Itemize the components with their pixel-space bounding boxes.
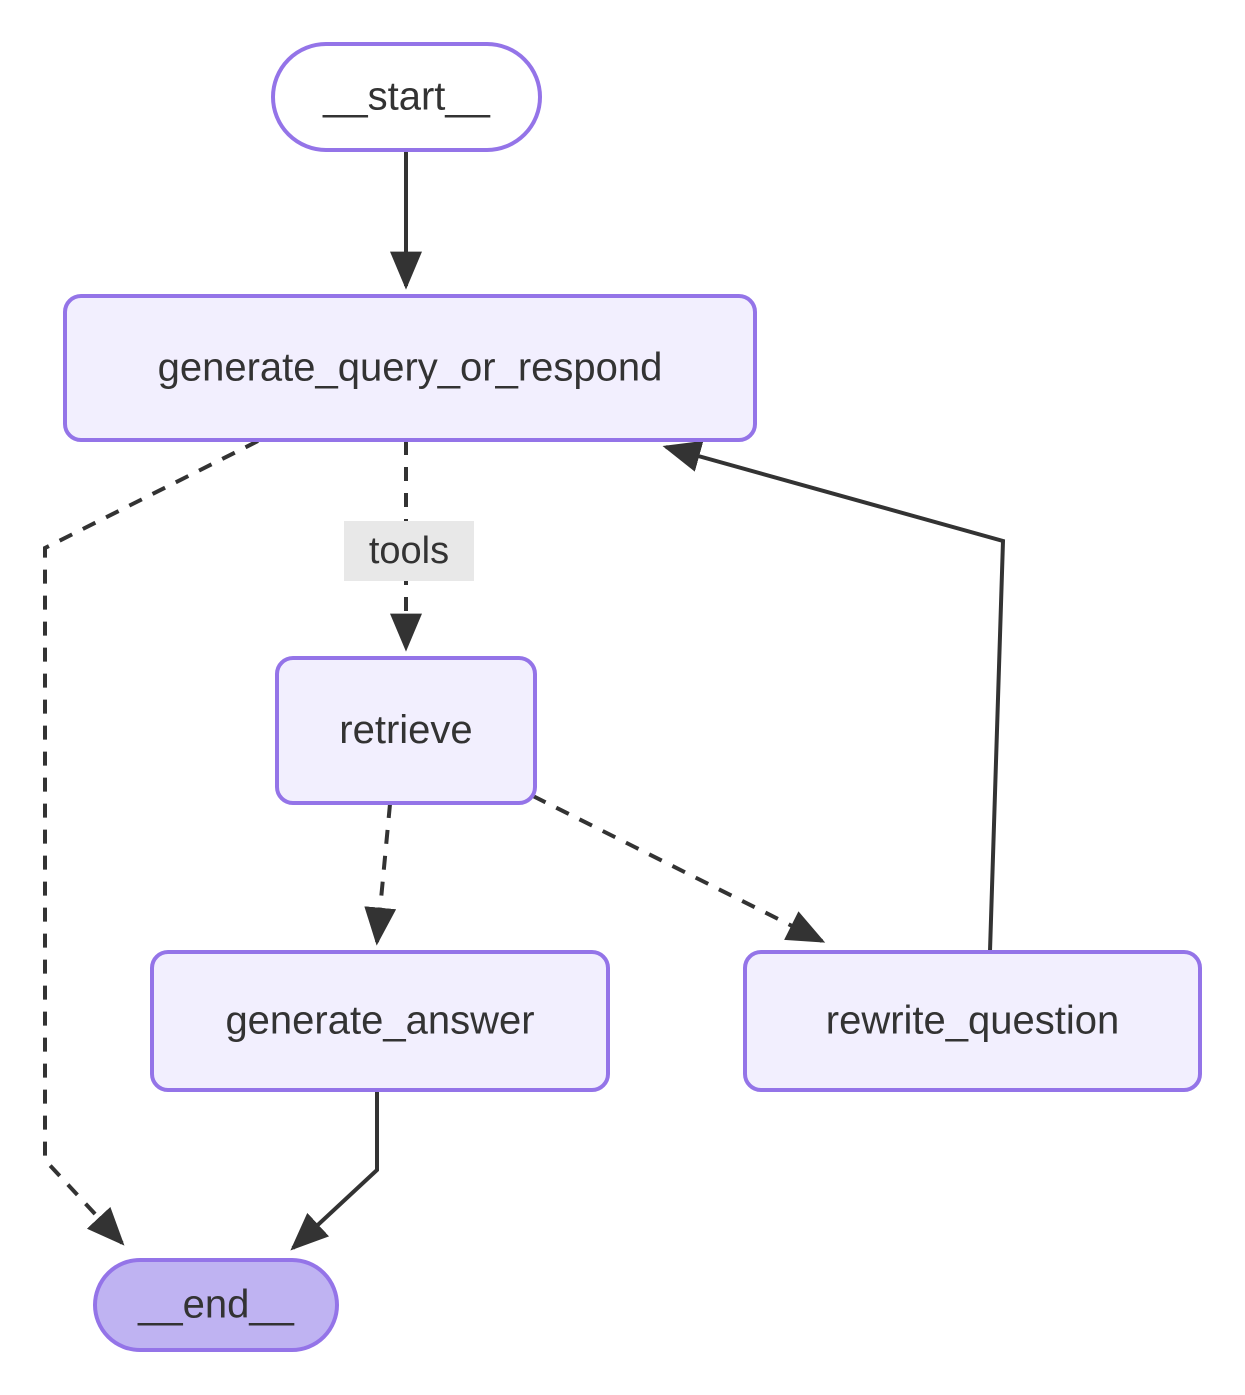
node-shape-start [271, 42, 542, 152]
edge-labels-layer: tools [344, 521, 474, 581]
nodes-layer: __start__ generate_query_or_respondretrie… [63, 42, 1202, 1352]
node-label-generate_query_or_respond: generate_query_or_respond [158, 346, 663, 390]
node-shape-end [93, 1258, 339, 1352]
edge-generate_query_or_respond-to-end [43, 439, 259, 1246]
node-rewrite_question[interactable]: rewrite_question [743, 950, 1202, 1092]
node-generate_answer[interactable]: generate_answer [150, 950, 610, 1092]
edge-retrieve-to-generate_answer [364, 803, 397, 946]
edges-layer [43, 150, 1006, 1251]
node-generate_query_or_respond[interactable]: generate_query_or_respond [63, 294, 757, 442]
edge-retrieve-to-rewrite_question [532, 794, 826, 943]
node-start[interactable]: __start__ [271, 42, 542, 152]
node-shape-rewrite_question [743, 950, 1202, 1092]
node-label-end: __end__ [137, 1283, 294, 1327]
node-label-start: __start__ [322, 75, 491, 119]
node-end[interactable]: __end__ [93, 1258, 339, 1352]
edge-generate_answer-to-end [290, 1090, 379, 1251]
node-label-retrieve: retrieve [339, 708, 472, 752]
node-shape-retrieve [275, 656, 537, 805]
node-label-generate_answer: generate_answer [225, 999, 534, 1043]
node-label-rewrite_question: rewrite_question [826, 999, 1120, 1043]
edge-rewrite_question-to-generate_query_or_respond [662, 440, 1006, 952]
node-shape-generate_query_or_respond [63, 294, 757, 442]
node-retrieve[interactable]: retrieve [275, 656, 537, 805]
edge-label-text: tools [369, 530, 449, 572]
node-shape-generate_answer [150, 950, 610, 1092]
edge-label-background [344, 521, 474, 581]
edge-label-tools-label: tools [344, 521, 474, 581]
